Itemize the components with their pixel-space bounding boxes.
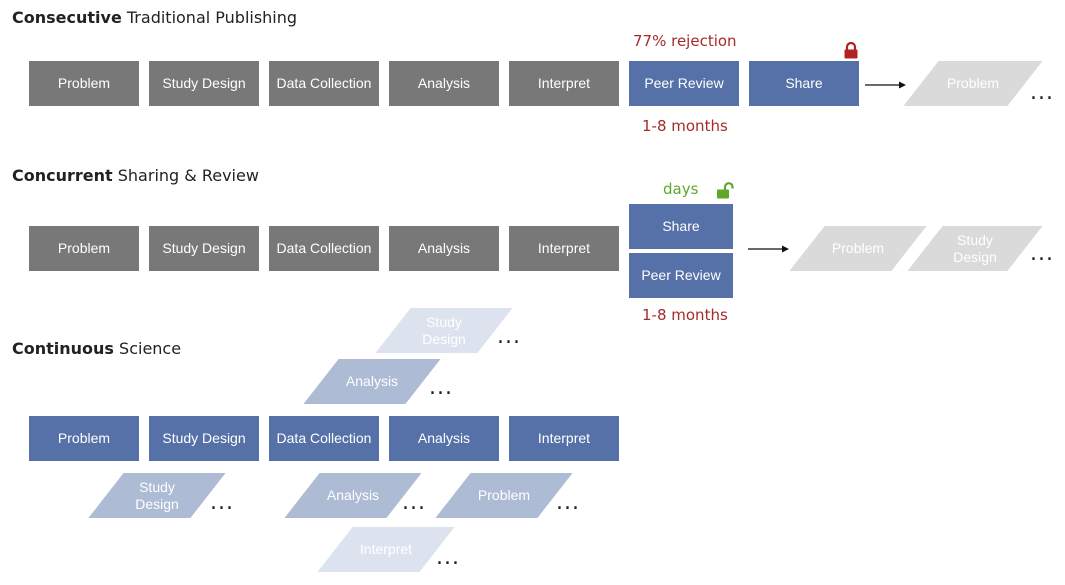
c3-branch-study-design-bottom-line1: Study xyxy=(139,478,175,495)
c1-problem: Problem xyxy=(29,61,139,106)
heading-continuous-bold: Continuous xyxy=(12,339,114,358)
c3-branch-problem-bottom-label: Problem xyxy=(477,487,531,503)
c3-ellipsis-6: ... xyxy=(436,545,460,570)
c3-ellipsis-5: ... xyxy=(556,490,580,515)
c1-data-collection: Data Collection xyxy=(269,61,379,106)
arrow-right-icon xyxy=(748,245,789,253)
c3-branch-analysis-bottom-label: Analysis xyxy=(326,487,380,503)
lock-closed-icon xyxy=(844,42,858,59)
c3-ellipsis-1: ... xyxy=(497,324,521,349)
c1-ellipsis: ... xyxy=(1030,80,1054,105)
c3-branch-interpret-bottom-label: Interpret xyxy=(359,541,413,557)
c2-problem: Problem xyxy=(29,226,139,271)
c1-interpret: Interpret xyxy=(509,61,619,106)
c2-next-study-design-line1: Study xyxy=(957,231,993,248)
c3-branch-study-design-top-line1: Study xyxy=(426,313,462,330)
c3-branch-interpret-bottom: Interpret xyxy=(317,527,455,572)
c1-months-note: 1-8 months xyxy=(642,117,728,135)
c3-analysis: Analysis xyxy=(389,416,499,461)
heading-continuous: Continuous Science xyxy=(12,339,181,358)
c2-next-problem: Problem xyxy=(789,226,927,271)
c1-peer-review: Peer Review xyxy=(629,61,739,106)
days-note: days xyxy=(663,180,699,198)
c1-analysis: Analysis xyxy=(389,61,499,106)
c2-share: Share xyxy=(629,204,733,249)
arrow-right-icon xyxy=(865,81,906,89)
c2-ellipsis: ... xyxy=(1030,241,1054,266)
c3-ellipsis-2: ... xyxy=(429,375,453,400)
c3-study-design: Study Design xyxy=(149,416,259,461)
heading-consecutive-rest: Traditional Publishing xyxy=(121,8,298,27)
c3-branch-problem-bottom: Problem xyxy=(435,473,573,518)
c3-ellipsis-4: ... xyxy=(402,490,426,515)
c3-branch-analysis-bottom: Analysis xyxy=(284,473,422,518)
c3-interpret: Interpret xyxy=(509,416,619,461)
heading-consecutive-bold: Consecutive xyxy=(12,8,122,27)
c2-analysis: Analysis xyxy=(389,226,499,271)
heading-consecutive: Consecutive Traditional Publishing xyxy=(12,8,297,27)
lock-open-icon xyxy=(717,182,734,199)
c2-study-design: Study Design xyxy=(149,226,259,271)
c2-next-problem-label: Problem xyxy=(831,240,885,256)
heading-concurrent: Concurrent Sharing & Review xyxy=(12,166,259,185)
c1-share: Share xyxy=(749,61,859,106)
rejection-note: 77% rejection xyxy=(633,32,737,50)
c1-next-problem-label: Problem xyxy=(946,75,1000,91)
c3-branch-study-design-top-line2: Design xyxy=(422,330,466,347)
c3-data-collection: Data Collection xyxy=(269,416,379,461)
c2-months-note: 1-8 months xyxy=(642,306,728,324)
c2-interpret: Interpret xyxy=(509,226,619,271)
c2-data-collection: Data Collection xyxy=(269,226,379,271)
c3-branch-analysis-top: Analysis xyxy=(303,359,441,404)
heading-concurrent-rest: Sharing & Review xyxy=(112,166,259,185)
c2-peer-review: Peer Review xyxy=(629,253,733,298)
c3-branch-study-design-bottom-line2: Design xyxy=(135,495,179,512)
c3-ellipsis-3: ... xyxy=(210,490,234,515)
c3-problem: Problem xyxy=(29,416,139,461)
c2-next-study-design-line2: Design xyxy=(953,248,997,265)
c1-next-problem: Problem xyxy=(903,61,1043,106)
heading-concurrent-bold: Concurrent xyxy=(12,166,113,185)
c1-study-design: Study Design xyxy=(149,61,259,106)
c3-branch-analysis-top-label: Analysis xyxy=(345,373,399,389)
heading-continuous-rest: Science xyxy=(113,339,182,358)
